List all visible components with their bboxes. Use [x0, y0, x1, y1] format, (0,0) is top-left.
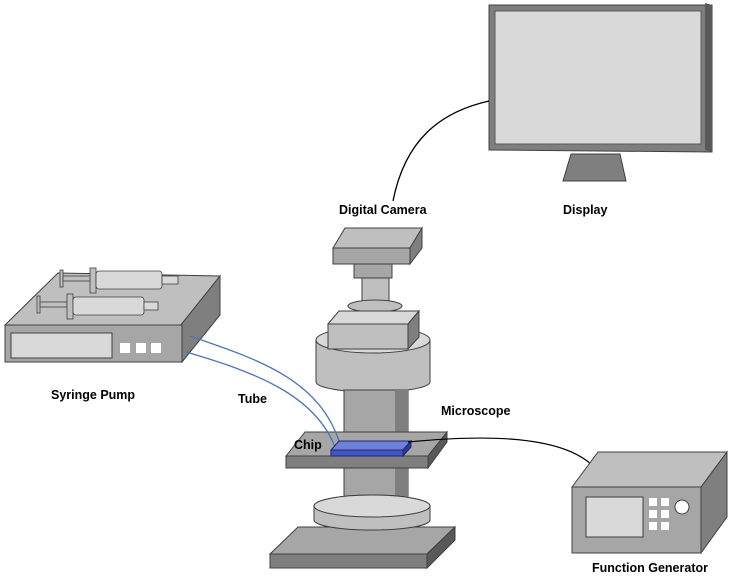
tube-line-1	[189, 335, 341, 445]
camera-cable	[392, 100, 490, 202]
function-generator-icon	[571, 450, 728, 555]
function-generator-label: Function Generator	[592, 561, 708, 575]
microscope-icon	[268, 226, 457, 570]
chip-label: Chip	[294, 438, 322, 452]
tube-label: Tube	[238, 392, 267, 406]
generator-cable	[407, 437, 595, 468]
microscope-label: Microscope	[441, 404, 511, 418]
display-label: Display	[563, 203, 608, 217]
syringe-pump-icon	[3, 267, 222, 364]
syringe-pump-label: Syringe Pump	[51, 388, 135, 402]
display-monitor-icon	[488, 3, 713, 182]
tube-line-2	[185, 351, 336, 448]
digital-camera-label: Digital Camera	[339, 203, 428, 217]
chip-icon	[329, 439, 413, 458]
